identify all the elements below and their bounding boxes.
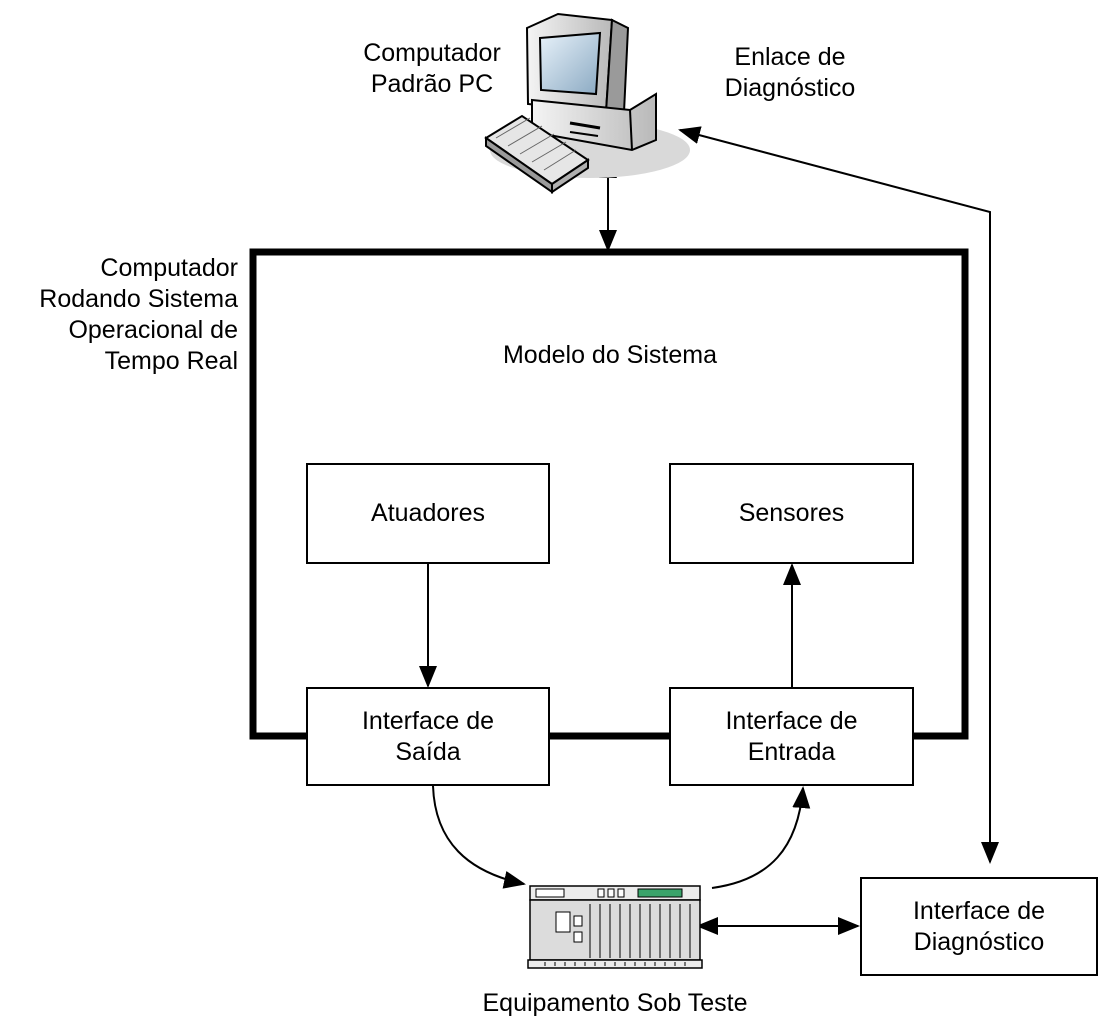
sensors-label: Sensores <box>738 499 845 527</box>
actuators-box: Atuadores <box>306 463 550 564</box>
desktop-computer-icon <box>484 12 690 194</box>
rtos-label-line2: Rodando Sistema <box>39 285 238 313</box>
input-interface-line1: Interface de <box>725 706 858 735</box>
diagnostic-interface-line1: Interface de <box>912 896 1046 925</box>
diagnostic-interface-box: Interface de Diagnóstico <box>860 877 1098 976</box>
rtos-label-line4: Tempo Real <box>104 347 238 375</box>
output-to-equipment-arrow <box>432 785 526 889</box>
pc-label: Computador Padrão PC <box>352 38 512 100</box>
actuators-label: Atuadores <box>371 499 485 527</box>
system-model-label: Modelo do Sistema <box>502 341 717 369</box>
equipment-under-test-label: Equipamento Sob Teste <box>482 989 748 1017</box>
diagnostic-interface-line2: Diagnóstico <box>913 927 1045 956</box>
diagnostic-link-label-line2: Diagnóstico <box>724 74 856 102</box>
rack-equipment-icon <box>527 885 703 969</box>
pc-label-line2: Padrão PC <box>370 70 494 98</box>
pc-label-line1: Computador <box>363 39 501 67</box>
diagnostic-link-label-line1: Enlace de <box>734 43 846 71</box>
input-interface-line2: Entrada <box>747 737 836 766</box>
rtos-label-line1: Computador <box>100 254 238 282</box>
diagnostic-link-line <box>678 126 999 864</box>
sensors-box: Sensores <box>669 463 914 564</box>
diagnostic-link-label: Enlace de Diagnóstico <box>700 42 880 104</box>
input-interface-box: Interface de Entrada <box>669 687 914 786</box>
equipment-to-input-arrow <box>711 786 811 889</box>
output-interface-line2: Saída <box>395 737 461 766</box>
rtos-computer-label: Computador Rodando Sistema Operacional d… <box>10 253 238 377</box>
output-interface-line1: Interface de <box>361 706 495 735</box>
output-interface-box: Interface de Saída <box>306 687 550 786</box>
rtos-label-line3: Operacional de <box>68 316 238 344</box>
